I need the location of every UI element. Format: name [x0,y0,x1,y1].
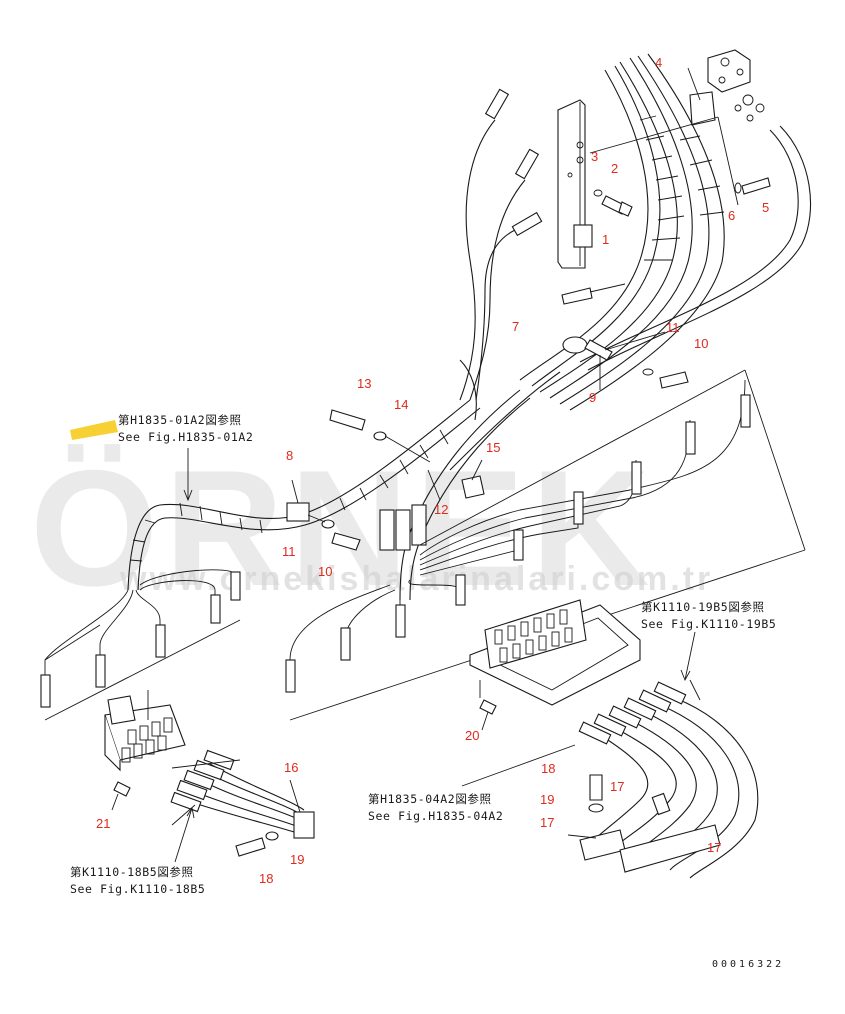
callout-10-lower: 10 [318,564,332,579]
bolt-18-right [589,774,603,801]
right-valve-frame [469,599,641,731]
callout-18-right: 18 [541,761,555,776]
bolt-10-lower [331,532,361,551]
callout-10-upper: 10 [694,336,708,351]
left-valve-block [104,690,186,811]
ref-k1110-19b5-jp: 第K1110-19B5図参照 [641,600,765,614]
clamp-17-large [619,824,721,873]
valve-frame [469,604,641,706]
ref-h1835-04a2-en: See Fig.H1835-04A2 [368,809,503,823]
plug-21 [113,781,131,797]
callout-2: 2 [611,161,618,176]
ref-k1110-19b5-en: See Fig.K1110-19B5 [641,617,776,631]
left-manifold-tubes [40,569,241,721]
callout-5: 5 [762,200,769,215]
callout-17-c: 17 [707,840,721,855]
callout-11-upper: 11 [666,320,680,335]
ref-k1110-18b5-en: See Fig.K1110-18B5 [70,882,205,896]
callout-8: 8 [286,448,293,463]
main-harness [127,371,561,601]
callout-18-left: 18 [259,871,273,886]
callout-12: 12 [434,502,448,517]
callout-20: 20 [465,728,479,743]
callout-17-a: 17 [610,779,624,794]
bolt-13 [329,409,366,431]
valve-block-right [484,599,587,669]
bolt-5 [741,177,771,195]
callout-3: 3 [591,149,598,164]
clamp-17-small [579,829,626,861]
right-manifold-tubes [285,369,806,721]
reference-leaders [174,448,696,863]
ref-h1835-04a2-jp: 第H1835-04A2図参照 [368,792,492,806]
connector-block [707,49,751,93]
bracket-assembly [557,49,771,269]
callout-15: 15 [486,440,500,455]
callout-19-left: 19 [290,852,304,867]
callout-9: 9 [589,390,596,405]
upper-hoses [519,53,812,411]
spacer-15 [461,475,485,499]
clamp-16 [293,811,315,839]
callout-11-lower: 11 [282,544,296,559]
figure-references: 第H1835-01A2図参照 See Fig.H1835-01A2 第K1110… [70,413,776,896]
callouts: 1 2 3 4 5 6 7 8 9 10 10 11 11 12 13 14 1… [96,55,769,886]
plug-20 [479,699,497,715]
watermark-brand: ÖRNEK [30,436,656,620]
clamp-1 [573,224,593,248]
ref-h1835-01a2-en: See Fig.H1835-01A2 [118,430,253,444]
lower-left-hoses [170,749,315,857]
callout-21: 21 [96,816,110,831]
bolt-18-left [235,837,266,857]
ref-h1835-01a2-jp: 第H1835-01A2図参照 [118,413,242,427]
lower-right-hoses [461,679,759,879]
callout-17-b: 17 [540,815,554,830]
callout-6: 6 [728,208,735,223]
clamp-8 [286,502,310,522]
upper-left-pipes [459,88,543,421]
clamp-4 [689,91,716,126]
bolt-10-upper [659,371,689,389]
callout-14: 14 [394,397,408,412]
callout-4: 4 [655,55,662,70]
washer-14 [373,431,387,441]
washer-19-right [588,803,604,813]
callout-16: 16 [284,760,298,775]
callout-1: 1 [602,232,609,247]
watermark-url: www.ornekishalarinalari.com.tr [119,560,713,598]
watermark: ÖRNEK www.ornekishalarinalari.com.tr [30,420,713,620]
ref-k1110-18b5-jp: 第K1110-18B5図参照 [70,865,194,879]
washer-19-left [265,831,279,841]
watermark-accent-mark [70,420,118,440]
callout-19-right: 19 [540,792,554,807]
callout-13: 13 [357,376,371,391]
drawing-number: 00016322 [712,959,784,970]
callout-7: 7 [512,319,519,334]
hose-clamp-7 [562,336,588,354]
